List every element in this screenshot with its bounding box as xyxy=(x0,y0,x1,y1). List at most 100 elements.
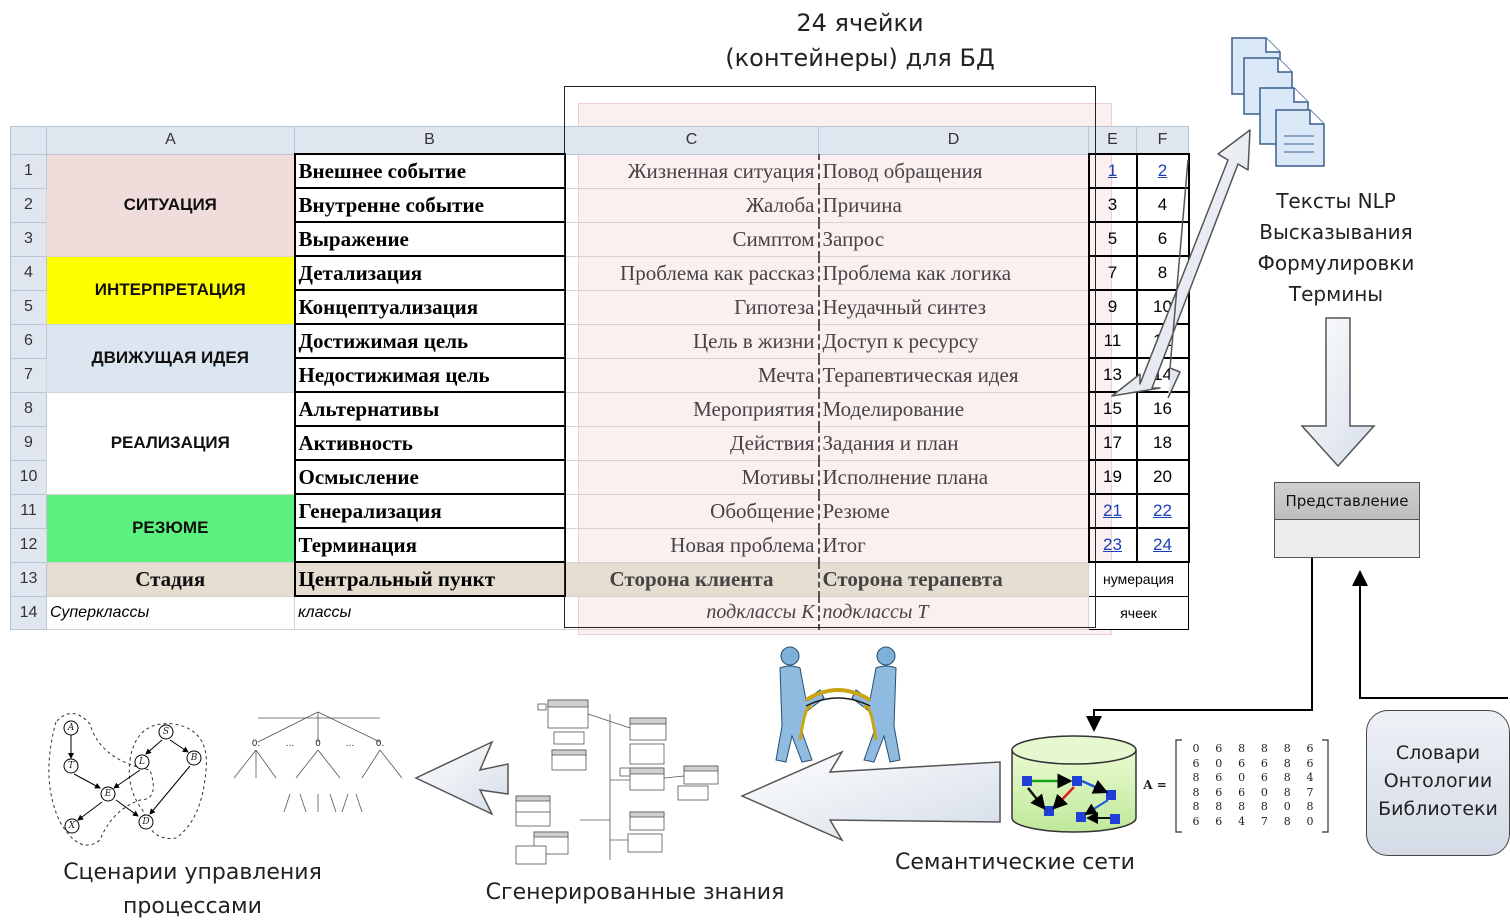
cells-title-line1: 24 ячейки xyxy=(796,9,924,37)
cell-client-side[interactable]: Проблема как рассказ xyxy=(564,255,820,291)
matrix-cell: 6 xyxy=(1215,814,1223,828)
cell-number[interactable]: 2 xyxy=(1135,153,1190,189)
cell-central-point[interactable]: Детализация xyxy=(293,255,566,291)
cell-number-value[interactable]: 1 xyxy=(1107,161,1118,180)
cell-number-value[interactable]: 23 xyxy=(1103,535,1122,554)
double-arrow-icon xyxy=(1111,129,1251,399)
cell-subclasses-t[interactable]: подклассы Т xyxy=(818,595,1089,630)
cell-number[interactable]: 24 xyxy=(1135,527,1190,563)
repr-to-net-line xyxy=(1086,556,1313,732)
cell-central-point[interactable]: Недостижимая цель xyxy=(293,357,566,393)
cell-client-side[interactable]: Мотивы xyxy=(564,459,820,495)
cell-client-side[interactable]: Жалоба xyxy=(564,187,820,223)
cell-therapist-side[interactable]: Повод обращения xyxy=(818,153,1089,189)
cell-number[interactable]: 8 xyxy=(1135,255,1190,291)
row-number[interactable]: 13 xyxy=(10,561,47,597)
matrix-cell: 6 xyxy=(1192,756,1200,770)
cell-central-point-header[interactable]: Центральный пункт xyxy=(293,561,566,597)
cell-central-point[interactable]: Осмысление xyxy=(293,459,566,495)
cell-therapist-side-header[interactable]: Сторона терапевта xyxy=(818,561,1089,597)
cell-client-side[interactable]: Симптом xyxy=(564,221,820,257)
cells-title-line2: (контейнеры) для БД xyxy=(725,44,995,72)
row-number[interactable]: 5 xyxy=(10,289,47,325)
cell-number[interactable]: 16 xyxy=(1135,391,1190,427)
cell-central-point[interactable]: Внешнее событие xyxy=(293,153,566,189)
group-situation[interactable]: СИТУАЦИЯ xyxy=(46,153,295,257)
cell-number[interactable]: 6 xyxy=(1135,221,1190,257)
row-number[interactable]: 11 xyxy=(10,493,47,529)
group-interpretation[interactable]: ИНТЕРПРЕТАЦИЯ xyxy=(46,255,295,325)
cell-therapist-side[interactable]: Терапевтическая идея xyxy=(818,357,1089,393)
dictionaries-line: Библиотеки xyxy=(1378,798,1498,820)
row-number[interactable]: 10 xyxy=(10,459,47,495)
cell-therapist-side[interactable]: Итог xyxy=(818,527,1089,563)
cell-number-value: 15 xyxy=(1103,399,1122,418)
row-number[interactable]: 14 xyxy=(10,595,47,630)
cell-therapist-side[interactable]: Проблема как логика xyxy=(818,255,1089,291)
cell-central-point[interactable]: Достижимая цель xyxy=(293,323,566,359)
cell-numbering-note-line1[interactable]: нумерация xyxy=(1088,561,1189,597)
scenarios-line: процессами xyxy=(123,894,262,919)
matrix-cell: 8 xyxy=(1238,742,1246,755)
cell-client-side[interactable]: Жизненная ситуация xyxy=(564,153,820,189)
matrix-cell: 8 xyxy=(1192,800,1200,813)
cell-number[interactable]: 18 xyxy=(1135,425,1190,461)
row-number[interactable]: 8 xyxy=(10,391,47,427)
row-number[interactable]: 12 xyxy=(10,527,47,563)
matrix-bracket-right xyxy=(1322,739,1329,833)
cell-client-side[interactable]: Мечта xyxy=(564,357,820,393)
cell-therapist-side[interactable]: Доступ к ресурсу xyxy=(818,323,1089,359)
cell-central-point[interactable]: Альтернативы xyxy=(293,391,566,427)
cell-client-side[interactable]: Цель в жизни xyxy=(564,323,820,359)
cell-number[interactable]: 20 xyxy=(1135,459,1190,495)
cell-subclasses-k[interactable]: подклассы К xyxy=(564,595,820,630)
scenarios-label: Сценарии управления процессами xyxy=(20,856,365,924)
cell-number[interactable]: 22 xyxy=(1135,493,1190,529)
matrix-cell: 6 xyxy=(1306,742,1314,755)
cell-number[interactable]: 4 xyxy=(1135,187,1190,223)
cell-therapist-side[interactable]: Резюме xyxy=(818,493,1089,529)
column-header[interactable]: D xyxy=(818,126,1089,155)
texts-line: Высказывания xyxy=(1259,220,1413,244)
row-number[interactable]: 9 xyxy=(10,425,47,461)
cell-client-side[interactable]: Гипотеза xyxy=(564,289,820,325)
db-containers-frame xyxy=(564,86,1096,628)
cell-central-point[interactable]: Активность xyxy=(293,425,566,461)
matrix-cell: 6 xyxy=(1238,756,1246,770)
cell-client-side[interactable]: Новая проблема xyxy=(564,527,820,563)
cell-superclasses[interactable]: Суперклассы xyxy=(46,595,295,630)
graph-node-label: T xyxy=(67,761,74,771)
cell-therapist-side[interactable]: Запрос xyxy=(818,221,1089,257)
group-summary[interactable]: РЕЗЮМЕ xyxy=(46,493,295,563)
row-number[interactable]: 1 xyxy=(10,153,47,189)
cell-number-value[interactable]: 21 xyxy=(1103,501,1122,520)
cell-central-point[interactable]: Внутренне событие xyxy=(293,187,566,223)
cell-stage[interactable]: Стадия xyxy=(46,561,295,597)
cell-classes[interactable]: классы xyxy=(294,595,565,630)
cell-central-point[interactable]: Выражение xyxy=(293,221,566,257)
row-number[interactable]: 4 xyxy=(10,255,47,291)
column-header[interactable]: B xyxy=(294,126,565,155)
cell-central-point[interactable]: Генерализация xyxy=(293,493,566,529)
column-header[interactable]: F xyxy=(1136,126,1189,155)
column-header-row: A B C D E F xyxy=(10,126,1189,155)
row-number[interactable]: 6 xyxy=(10,323,47,359)
row-number[interactable]: 7 xyxy=(10,357,47,393)
group-driving-idea[interactable]: ДВИЖУЩАЯ ИДЕЯ xyxy=(46,323,295,393)
left-arrow-icon xyxy=(414,740,509,816)
row-number[interactable]: 2 xyxy=(10,187,47,223)
cell-number-value[interactable]: 22 xyxy=(1153,501,1172,520)
cell-therapist-side[interactable]: Моделирование xyxy=(818,391,1089,427)
cell-client-side-header[interactable]: Сторона клиента xyxy=(564,561,820,597)
cell-number-value[interactable]: 2 xyxy=(1157,161,1168,180)
matrix-cell: 6 xyxy=(1260,771,1268,784)
cell-number-value[interactable]: 24 xyxy=(1153,535,1172,554)
cell-central-point[interactable]: Терминация xyxy=(293,527,566,563)
cell-numbering-note-line2[interactable]: ячеек xyxy=(1088,595,1189,630)
cell-central-point[interactable]: Концептуализация xyxy=(293,289,566,325)
column-header[interactable]: C xyxy=(564,126,819,155)
